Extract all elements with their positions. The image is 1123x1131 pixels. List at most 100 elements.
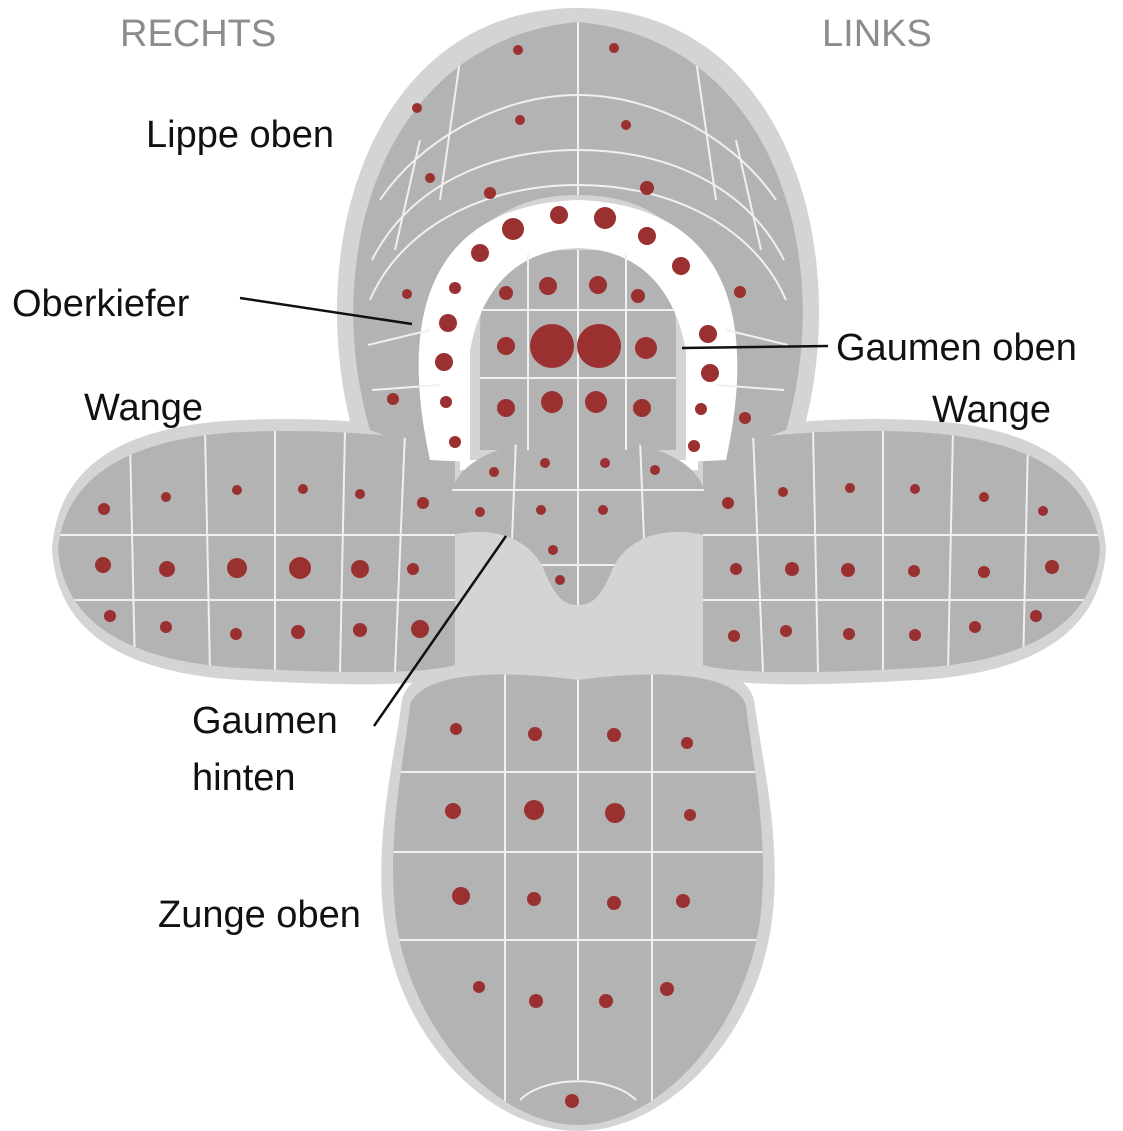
dot-marker-cheek-left-2	[778, 487, 788, 497]
dot-marker-maxilla-12	[440, 396, 452, 408]
dot-marker-palate-8	[635, 337, 657, 359]
dot-marker-palate-back-1	[489, 467, 499, 477]
dot-marker-cheek-right-1	[98, 503, 110, 515]
dot-marker-maxilla-1	[502, 218, 524, 240]
label-tongue-upper: Zunge oben	[158, 894, 361, 936]
dot-marker-maxilla-7	[449, 282, 461, 294]
dot-marker-maxilla-2	[550, 206, 568, 224]
dot-marker-cheek-left-8	[785, 562, 799, 576]
dot-marker-maxilla-15	[688, 440, 700, 452]
dot-marker-tongue-14	[529, 994, 543, 1008]
dot-marker-cheek-right-9	[227, 558, 247, 578]
dot-marker-cheek-left-7	[730, 563, 742, 575]
dot-marker-maxilla-8	[439, 314, 457, 332]
dot-marker-lip-12	[739, 412, 751, 424]
dot-marker-maxilla-14	[449, 436, 461, 448]
dot-marker-tongue-11	[607, 896, 621, 910]
dot-marker-cheek-left-4	[910, 484, 920, 494]
dot-marker-cheek-right-7	[95, 557, 111, 573]
dot-marker-cheek-right-4	[298, 484, 308, 494]
dot-marker-lip-4	[515, 115, 525, 125]
dot-marker-cheek-right-6	[417, 497, 429, 509]
dot-marker-lip-11	[387, 393, 399, 405]
dot-marker-cheek-right-12	[407, 563, 419, 575]
dot-marker-cheek-right-5	[355, 489, 365, 499]
dot-marker-maxilla-5	[471, 244, 489, 262]
dot-marker-cheek-right-8	[159, 561, 175, 577]
dot-marker-cheek-left-13	[728, 630, 740, 642]
dot-marker-lip-6	[425, 173, 435, 183]
leader-line-maxilla	[239, 296, 413, 326]
dot-marker-palate-12	[633, 399, 651, 417]
leader-lines	[239, 296, 829, 727]
dot-marker-tongue-6	[524, 800, 544, 820]
dot-marker-palate-11	[585, 391, 607, 413]
label-palate-back-line2: hinten	[192, 757, 296, 799]
dot-marker-tongue-4	[681, 737, 693, 749]
label-palate-upper: Gaumen oben	[836, 327, 1077, 369]
dot-marker-lip-5	[621, 120, 631, 130]
side-label-left: LINKS	[822, 13, 932, 55]
dot-marker-cheek-left-18	[1030, 610, 1042, 622]
dot-marker-cheek-right-14	[160, 621, 172, 633]
dot-marker-palate-10	[541, 391, 563, 413]
side-label-right: RECHTS	[120, 13, 276, 55]
dot-marker-tongue-13	[473, 981, 485, 993]
label-cheek-right: Wange	[84, 387, 203, 429]
dot-marker-maxilla-13	[695, 403, 707, 415]
label-lip-upper: Lippe oben	[146, 114, 334, 156]
dot-marker-lip-1	[513, 45, 523, 55]
grid-cheek-left	[703, 430, 1100, 673]
grid-palate	[480, 250, 676, 450]
grid-lip	[367, 22, 789, 391]
dot-marker-cheek-right-2	[161, 492, 171, 502]
dot-marker-palate-back-7	[598, 505, 608, 515]
dot-marker-cheek-left-9	[841, 563, 855, 577]
dot-marker-maxilla-10	[435, 353, 453, 371]
dot-marker-palate-back-4	[650, 465, 660, 475]
dot-marker-cheek-left-11	[978, 566, 990, 578]
dot-marker-cheek-left-17	[969, 621, 981, 633]
dot-marker-lip-10	[734, 286, 746, 298]
dot-marker-tongue-7	[605, 803, 625, 823]
dot-marker-cheek-right-3	[232, 485, 242, 495]
leader-line-palate-upper	[681, 344, 829, 350]
dot-marker-cheek-left-14	[780, 625, 792, 637]
dot-marker-palate-9	[497, 399, 515, 417]
dot-marker-cheek-left-15	[843, 628, 855, 640]
dot-marker-cheek-right-17	[353, 623, 367, 637]
dot-marker-palate-5	[497, 337, 515, 355]
dot-marker-cheek-left-3	[845, 483, 855, 493]
dot-marker-cheek-left-10	[908, 565, 920, 577]
region-cheek-right	[58, 430, 455, 673]
marker-dots	[95, 43, 1059, 1108]
grid-palate-back	[452, 436, 704, 605]
dot-marker-cheek-left-16	[909, 629, 921, 641]
dot-marker-tongue-16	[660, 982, 674, 996]
label-palate-back-line1: Gaumen	[192, 700, 338, 742]
dot-marker-maxilla-4	[638, 227, 656, 245]
label-maxilla: Oberkiefer	[12, 283, 190, 325]
dot-marker-lip-9	[402, 289, 412, 299]
dot-marker-lip-2	[609, 43, 619, 53]
dot-marker-cheek-right-11	[351, 560, 369, 578]
dot-marker-palate-7	[577, 324, 621, 368]
dot-marker-cheek-right-10	[289, 557, 311, 579]
dot-marker-cheek-left-1	[722, 497, 734, 509]
dot-marker-cheek-right-15	[230, 628, 242, 640]
dot-marker-lip-3	[412, 103, 422, 113]
region-lip-upper	[353, 22, 803, 462]
leader-line-palate-back	[372, 535, 508, 727]
dot-marker-tongue-9	[452, 887, 470, 905]
grid-tongue	[393, 674, 763, 1125]
dot-marker-lip-8	[640, 181, 654, 195]
dot-marker-cheek-right-16	[291, 625, 305, 639]
dot-marker-cheek-right-13	[104, 610, 116, 622]
dot-marker-tongue-10	[527, 892, 541, 906]
region-cheek-left	[703, 430, 1100, 673]
dot-marker-cheek-left-5	[979, 492, 989, 502]
dot-marker-palate-back-3	[600, 458, 610, 468]
region-maxilla-gap	[418, 200, 738, 462]
